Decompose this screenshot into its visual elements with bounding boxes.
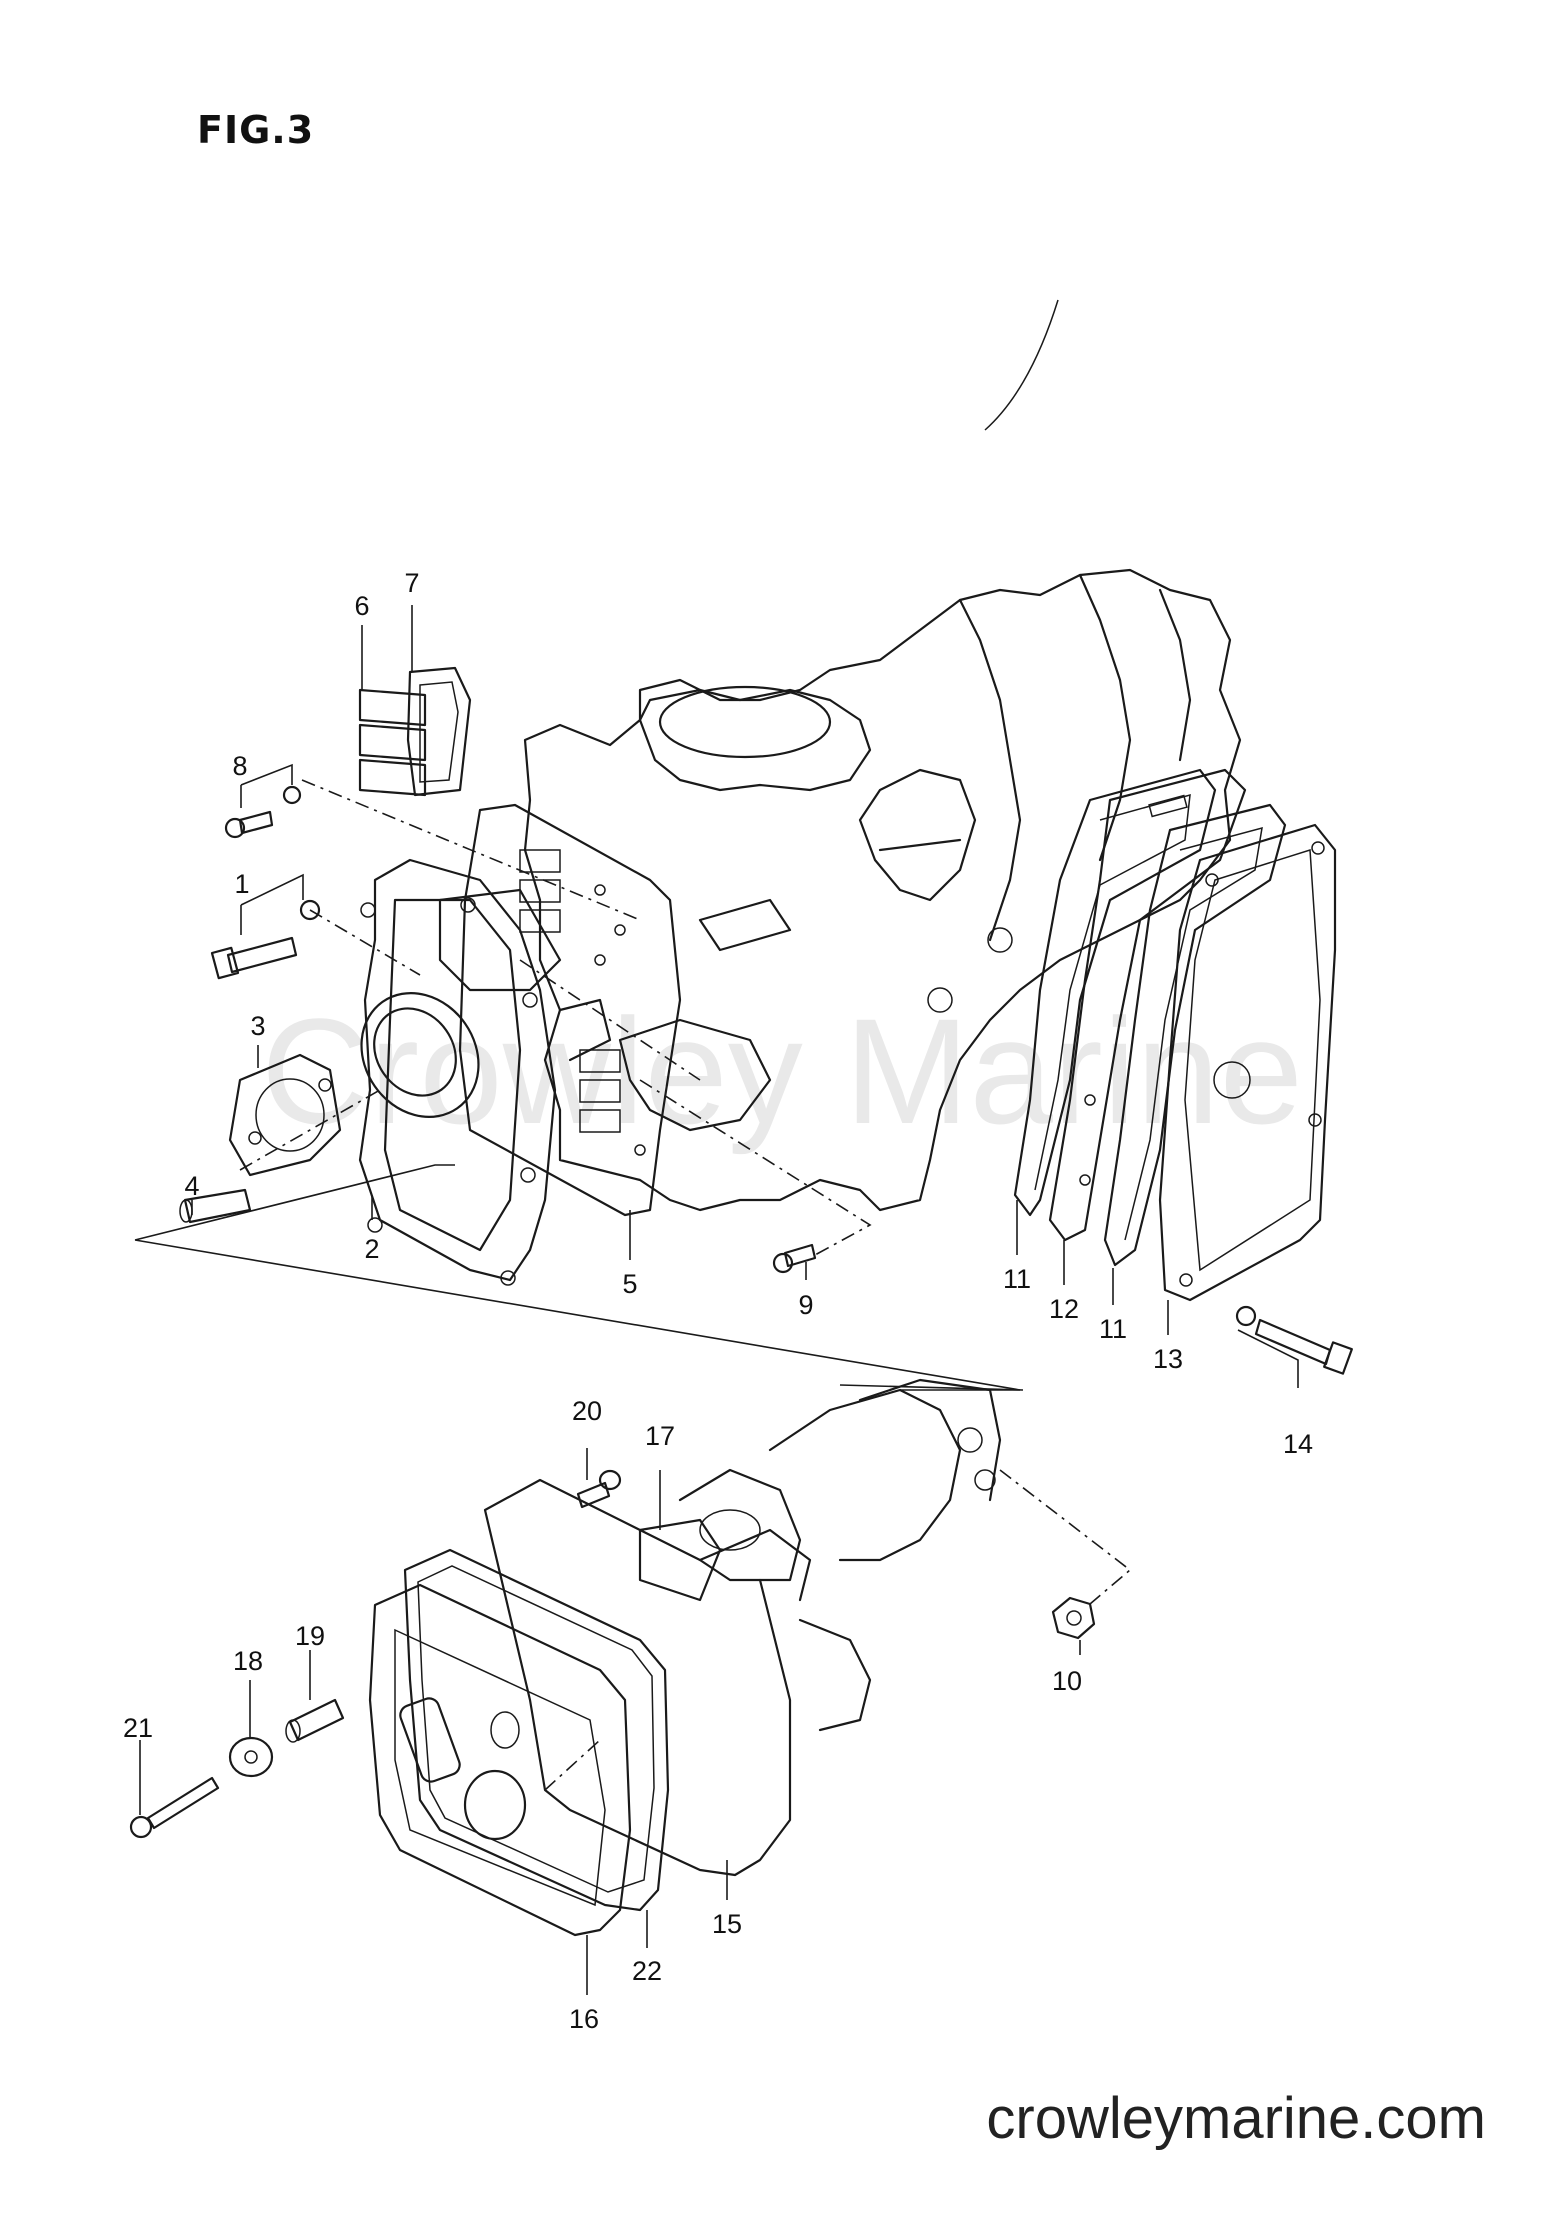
part-5-reed-plate <box>458 803 682 1217</box>
cylinder-block <box>523 568 1242 1212</box>
part-1-bolt <box>210 899 321 980</box>
callout-11a: 11 <box>1003 1264 1031 1294</box>
part-12-gasket <box>1048 768 1247 1242</box>
part-11-gasket-a <box>1013 768 1217 1217</box>
part-14-bolt <box>1235 1305 1353 1375</box>
group-bracket <box>134 1164 1021 1391</box>
part-9-screw <box>772 1243 817 1274</box>
callout-8: 8 <box>232 751 247 781</box>
figure-title: FIG.3 <box>197 108 315 152</box>
site-url: crowleymarine.com <box>986 2086 1486 2151</box>
callout-4: 4 <box>184 1171 199 1201</box>
callout-18: 18 <box>233 1646 263 1676</box>
part-6-reed-valve <box>358 688 427 797</box>
part-2-intake-manifold <box>358 858 562 1286</box>
part-19-sleeve <box>285 1698 345 1743</box>
part-22-gasket <box>403 1548 670 1912</box>
callout-15: 15 <box>712 1909 742 1939</box>
callout-3: 3 <box>250 1011 265 1041</box>
callout-9: 9 <box>798 1290 813 1320</box>
callout-6: 6 <box>354 591 369 621</box>
part-21-bolt <box>129 1776 220 1839</box>
callout-10: 10 <box>1052 1666 1082 1696</box>
part-13-cover-plate <box>1158 823 1337 1302</box>
callout-7: 7 <box>404 568 419 598</box>
part-20-screw <box>576 1469 622 1509</box>
callout-13: 13 <box>1153 1344 1183 1374</box>
callout-16: 16 <box>569 2004 599 2034</box>
part-16-cover <box>368 1583 632 1937</box>
callout-17: 17 <box>645 1421 675 1451</box>
callout-22: 22 <box>632 1956 662 1986</box>
part-15-exhaust-cover <box>483 1378 1002 1877</box>
leader-lines <box>139 605 1299 1995</box>
part-8-screw <box>224 785 302 839</box>
part-10-nut <box>1051 1596 1096 1640</box>
part-17-gasket <box>638 1518 722 1602</box>
part-3-gasket <box>228 1053 342 1177</box>
callout-1: 1 <box>234 869 249 899</box>
part-18-washer <box>228 1736 274 1778</box>
group-bracket-end <box>839 1384 1024 1391</box>
callout-20: 20 <box>572 1396 602 1426</box>
scan-mark <box>984 299 1059 431</box>
callout-12: 12 <box>1049 1294 1079 1324</box>
callout-21: 21 <box>123 1713 153 1743</box>
callout-19: 19 <box>295 1621 325 1651</box>
callout-14: 14 <box>1283 1429 1313 1459</box>
callout-11b: 11 <box>1099 1314 1127 1344</box>
callout-5: 5 <box>622 1269 637 1299</box>
callout-2: 2 <box>364 1234 379 1264</box>
part-7-gasket <box>406 666 472 797</box>
assembly-lines <box>239 779 1132 1791</box>
